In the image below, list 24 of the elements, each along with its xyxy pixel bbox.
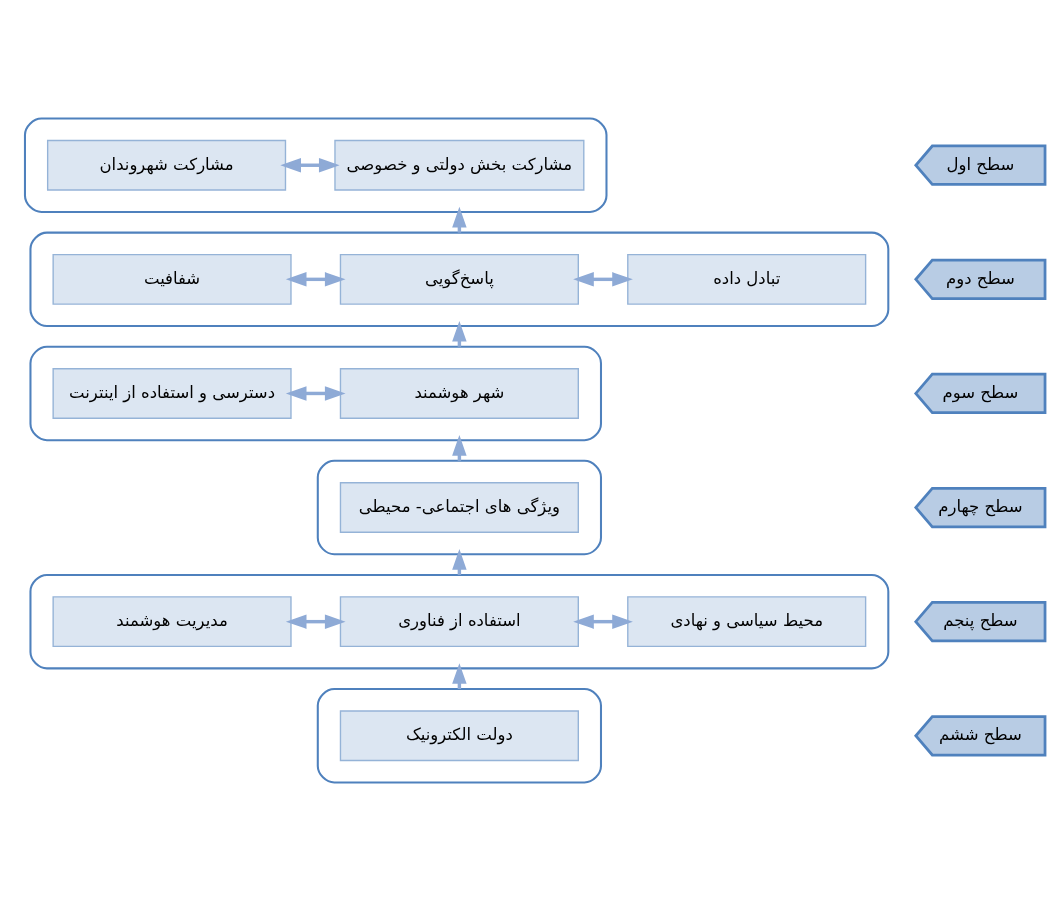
arrow bbox=[573, 271, 633, 287]
cluster bbox=[29, 345, 602, 441]
node-box: مشارکت شهروندان bbox=[46, 139, 287, 191]
node-box: استفاده از فناوری bbox=[339, 595, 579, 647]
node-box: شفافیت bbox=[52, 253, 292, 305]
arrow bbox=[285, 613, 346, 629]
node-box: ویژگی های اجتماعی- محیطی bbox=[339, 481, 579, 533]
arrow bbox=[285, 271, 346, 287]
node-box: محیط سیاسی و نهادی bbox=[627, 595, 867, 647]
node-box: مدیریت هوشمند bbox=[52, 595, 292, 647]
arrow bbox=[280, 157, 340, 172]
cluster bbox=[23, 116, 608, 213]
node-box: شهر هوشمند bbox=[339, 367, 579, 419]
arrow bbox=[573, 613, 633, 629]
node-box: مشارکت بخش دولتی و خصوصی bbox=[334, 139, 585, 191]
node-box: پاسخ‌گویی bbox=[339, 253, 579, 305]
node-box: تبادل داده bbox=[627, 253, 867, 305]
cluster bbox=[29, 231, 890, 327]
node-box: دسترسی و استفاده از اینترنت bbox=[52, 367, 292, 419]
cluster bbox=[316, 459, 602, 555]
cluster bbox=[316, 687, 602, 784]
cluster bbox=[29, 573, 890, 669]
node-box: دولت الکترونیک bbox=[339, 709, 579, 761]
arrow bbox=[285, 385, 346, 401]
